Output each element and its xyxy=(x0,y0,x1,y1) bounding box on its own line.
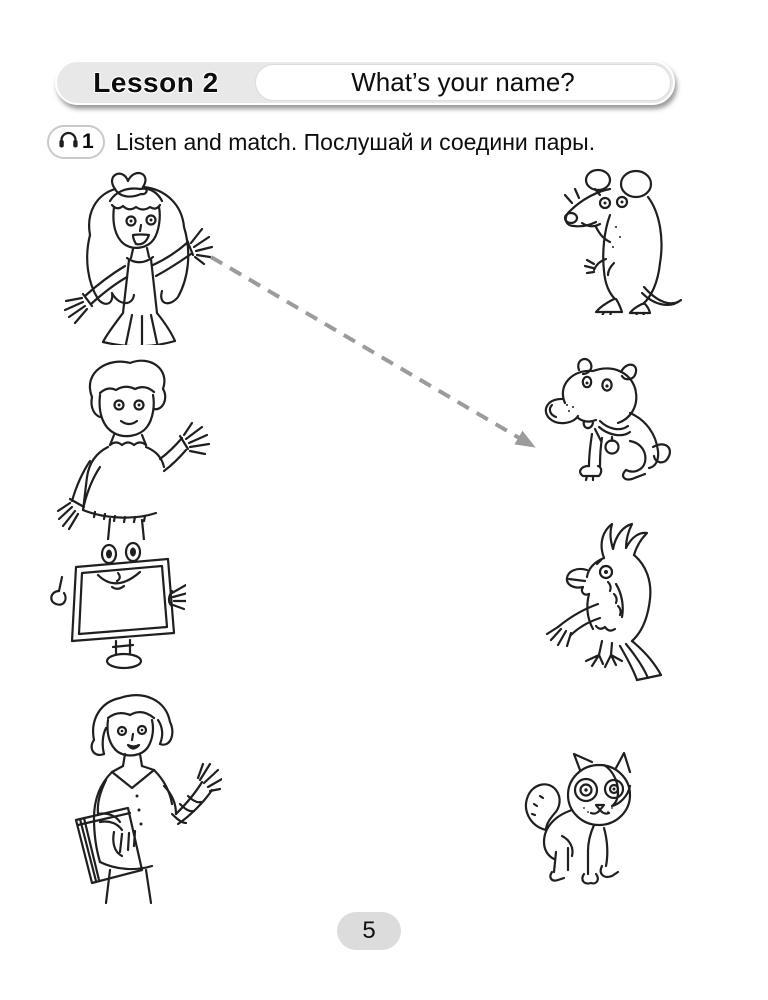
task-instruction: Listen and match. Послушай и соедини пар… xyxy=(115,128,596,155)
illustration-mouse[interactable] xyxy=(558,165,683,315)
task-row: 1 Listen and match. Послушай и соедини п… xyxy=(47,125,595,159)
illustration-dog[interactable] xyxy=(533,355,678,490)
headphones-icon xyxy=(58,130,79,155)
track-number: 1 xyxy=(82,130,94,153)
lesson-title: What’s your name? xyxy=(255,64,671,101)
illustration-board[interactable] xyxy=(46,535,186,670)
illustration-girl[interactable] xyxy=(52,165,227,345)
lesson-label: Lesson 2 xyxy=(93,67,219,98)
page-number: 5 xyxy=(337,912,401,950)
illustration-teacher[interactable] xyxy=(52,690,222,905)
audio-track-badge[interactable]: 1 xyxy=(47,125,105,159)
lesson-banner: Lesson 2 What’s your name? xyxy=(55,60,675,105)
illustration-cat[interactable] xyxy=(518,748,673,893)
illustration-parrot[interactable] xyxy=(540,522,680,687)
illustration-boy[interactable] xyxy=(50,355,215,540)
match-arrow-line xyxy=(209,255,536,448)
